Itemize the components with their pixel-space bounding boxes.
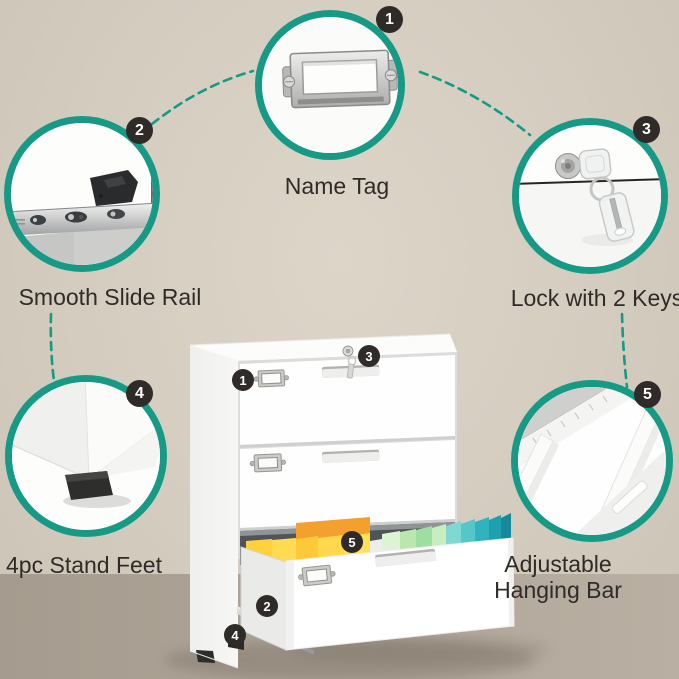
badge-number: 4	[135, 384, 144, 402]
feature-5-number-badge: 5	[634, 381, 661, 408]
cabinet-marker-3: 3	[358, 345, 380, 367]
feature-4-number-badge: 4	[126, 380, 153, 407]
cabinet-marker-5: 5	[341, 531, 363, 553]
cabinet-marker-4: 4	[224, 624, 246, 646]
lock-keys-image	[519, 125, 661, 267]
marker-number: 1	[239, 372, 247, 388]
feature-circle-name-tag	[255, 10, 405, 160]
marker-number: 2	[263, 598, 271, 614]
marker-number: 5	[348, 534, 356, 550]
feature-3-number-badge: 3	[633, 116, 660, 143]
feature-2-number-badge: 2	[126, 117, 153, 144]
feature-circle-lock	[512, 118, 668, 274]
feature-2-label: Smooth Slide Rail	[18, 284, 202, 310]
marker-number: 4	[231, 627, 239, 643]
feature-3-label: Lock with 2 Keys	[510, 285, 679, 311]
stand-feet-image	[12, 382, 160, 530]
badge-number: 2	[135, 121, 144, 139]
hanging-bar-image	[518, 387, 666, 535]
slide-rail-image	[11, 123, 153, 265]
name-tag-image	[262, 17, 398, 153]
feature-circle-stand-feet	[5, 375, 167, 537]
marker-number: 3	[365, 348, 373, 364]
badge-number: 5	[643, 385, 652, 403]
feature-1-label: Name Tag	[284, 173, 390, 199]
feature-1-number-badge: 1	[376, 6, 403, 33]
feature-4-label: 4pc Stand Feet	[6, 552, 162, 578]
badge-number: 1	[385, 10, 394, 28]
badge-number: 3	[642, 120, 651, 138]
feature-circle-hanging-bar	[511, 380, 673, 542]
cabinet-marker-2: 2	[256, 595, 278, 617]
cabinet-marker-1: 1	[232, 369, 254, 391]
feature-5-label: Adjustable Hanging Bar	[494, 551, 622, 604]
